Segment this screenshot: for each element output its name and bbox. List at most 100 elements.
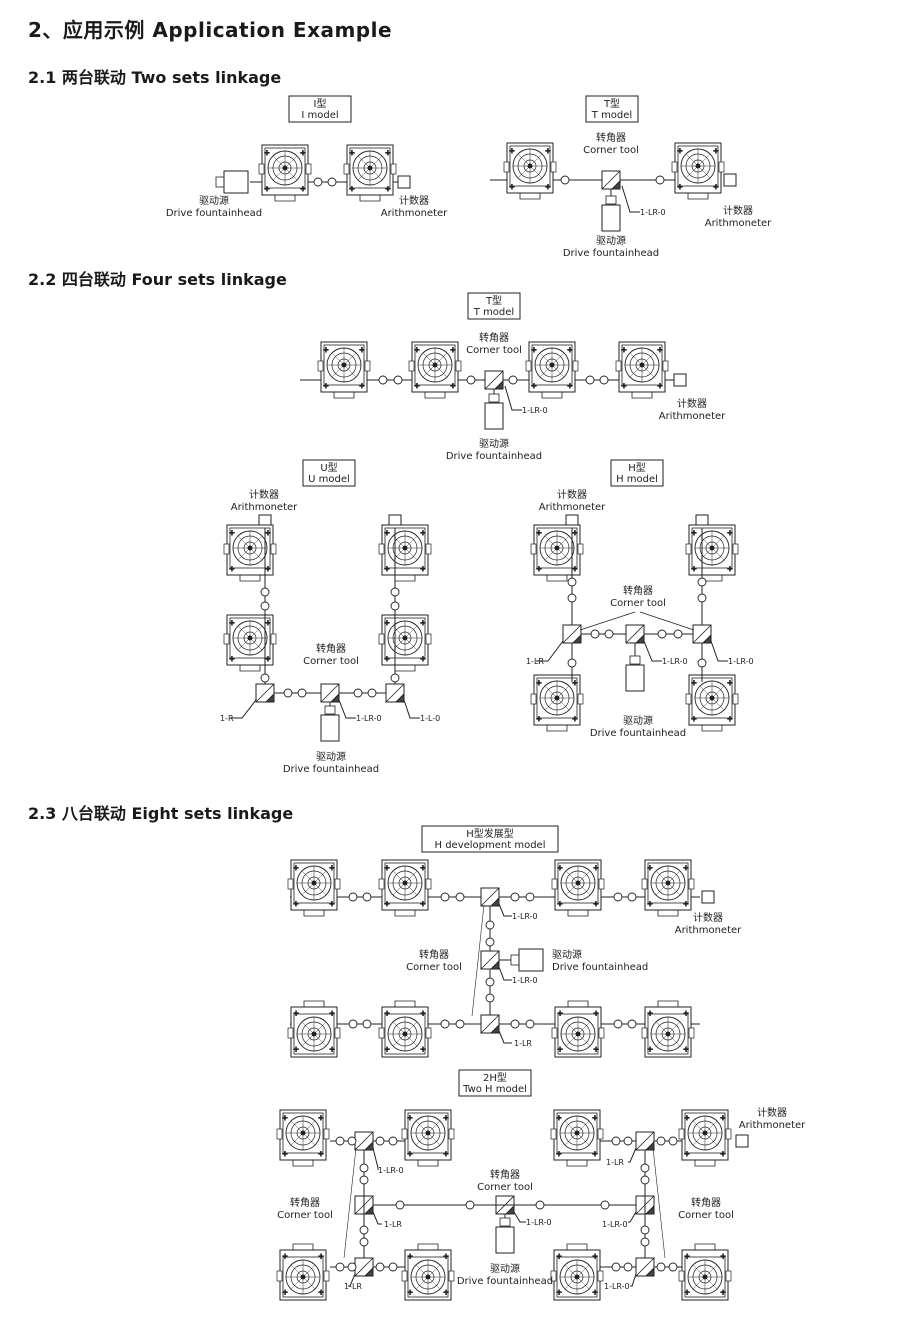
drive-label-cn: 驱动源 (596, 234, 626, 247)
coupling-icon (623, 1262, 633, 1272)
counter-label-en: Arithmoneter (705, 218, 772, 229)
counter-label-en: Arithmoneter (539, 502, 606, 513)
corner-tool-icon (354, 1131, 374, 1151)
coupling-icon (362, 1019, 372, 1029)
indexer-unit (503, 142, 557, 200)
counter-label-en: Arithmoneter (675, 925, 742, 936)
corner-tool-icon (255, 683, 275, 703)
drive-label-cn: 驱动源 (623, 714, 653, 727)
counter-label-cn: 计数器 (399, 194, 429, 207)
corner-label-cn: 转角器 (419, 948, 449, 961)
counter-label-cn: 计数器 (757, 1106, 787, 1119)
coupling-icon (613, 892, 623, 902)
code-label: 1-LR (384, 1220, 402, 1229)
coupling-icon (697, 577, 707, 587)
counter-label-en: Arithmoneter (231, 502, 298, 513)
corner-label-cn: 转角器 (316, 642, 346, 655)
t-model-box-2 (467, 292, 521, 320)
code-label: 1-LR-0 (522, 406, 548, 415)
coupling-icon (655, 175, 665, 185)
counter-label-cn: 计数器 (693, 911, 723, 924)
coupling-icon (283, 688, 293, 698)
indexer-unit (678, 1243, 732, 1301)
indexer-unit (641, 1000, 695, 1058)
coupling-icon (656, 1136, 666, 1146)
coupling-icon (697, 593, 707, 603)
corner-label-en: Corner tool (583, 145, 639, 156)
drive-label-cn: 驱动源 (479, 437, 509, 450)
coupling-icon (359, 1237, 369, 1247)
drive-motor-icon (484, 393, 504, 430)
two-h-box-en: Two H model (462, 1084, 527, 1095)
coupling-icon (388, 1136, 398, 1146)
coupling-icon (297, 688, 307, 698)
code-label: 1-LR (514, 1039, 532, 1048)
corner-tool-icon (562, 624, 582, 644)
section-title-two-sets: 2.1 两台联动 Two sets linkage (28, 68, 282, 87)
coupling-icon (613, 1019, 623, 1029)
indexer-unit (685, 674, 739, 732)
indexer-unit (530, 524, 584, 582)
drive-label-en: Drive fountainhead (552, 962, 648, 973)
indexer-unit (378, 614, 432, 672)
indexer-unit (678, 1109, 732, 1167)
coupling-icon (327, 177, 337, 187)
coupling-icon (260, 673, 270, 683)
corner-tool-icon (320, 683, 340, 703)
code-label: 1-LR-0 (356, 714, 382, 723)
counter-label-cn: 计数器 (249, 488, 279, 501)
indexer-unit (525, 341, 579, 399)
coupling-icon (673, 629, 683, 639)
code-label: 1-LR-0 (512, 912, 538, 921)
coupling-icon (353, 688, 363, 698)
corner-tool-icon (692, 624, 712, 644)
coupling-icon (466, 375, 476, 385)
coupling-icon (362, 892, 372, 902)
corner-tool-icon (484, 370, 504, 390)
indexer-unit (401, 1243, 455, 1301)
t-model-box-2-cn: T型 (485, 294, 502, 307)
counter-label-en: Arithmoneter (381, 208, 448, 219)
indexer-unit (551, 1000, 605, 1058)
coupling-icon (260, 601, 270, 611)
u-model-box (302, 459, 356, 487)
t-model-box-2-en: T model (473, 307, 514, 318)
section-title-eight-sets: 2.3 八台联动 Eight sets linkage (28, 804, 294, 823)
corner-label-en: Corner tool (277, 1210, 333, 1221)
coupling-icon (599, 375, 609, 385)
coupling-icon (359, 1163, 369, 1173)
coupling-icon (525, 892, 535, 902)
code-label: 1-LR (606, 1158, 624, 1167)
code-label: 1-R (220, 714, 234, 723)
counter-icon (701, 890, 715, 904)
indexer-unit (378, 1000, 432, 1058)
coupling-icon (611, 1136, 621, 1146)
corner-tool-icon (635, 1257, 655, 1277)
corner-label-cn: 转角器 (596, 131, 626, 144)
counter-icon (723, 173, 737, 187)
i-model-box-cn: I型 (314, 97, 327, 110)
coupling-icon (393, 375, 403, 385)
indexer-unit (551, 859, 605, 917)
counter-icon (735, 1134, 749, 1148)
coupling-icon (375, 1262, 385, 1272)
h-model-box-en: H model (616, 474, 658, 485)
drive-label-cn: 驱动源 (490, 1262, 520, 1275)
indexer-unit (401, 1109, 455, 1167)
coupling-icon (640, 1237, 650, 1247)
coupling-icon (604, 629, 614, 639)
coupling-icon (375, 1136, 385, 1146)
drive-label-en: Drive fountainhead (563, 248, 659, 259)
coupling-icon (390, 587, 400, 597)
indexer-unit (671, 142, 725, 200)
indexer-unit (378, 859, 432, 917)
drive-motor-icon (625, 655, 645, 692)
two-h-box (458, 1069, 532, 1097)
coupling-icon (510, 892, 520, 902)
coupling-icon (455, 892, 465, 902)
indexer-unit (258, 144, 312, 202)
corner-tool-icon (354, 1257, 374, 1277)
indexer-unit (287, 1000, 341, 1058)
coupling-icon (510, 1019, 520, 1029)
